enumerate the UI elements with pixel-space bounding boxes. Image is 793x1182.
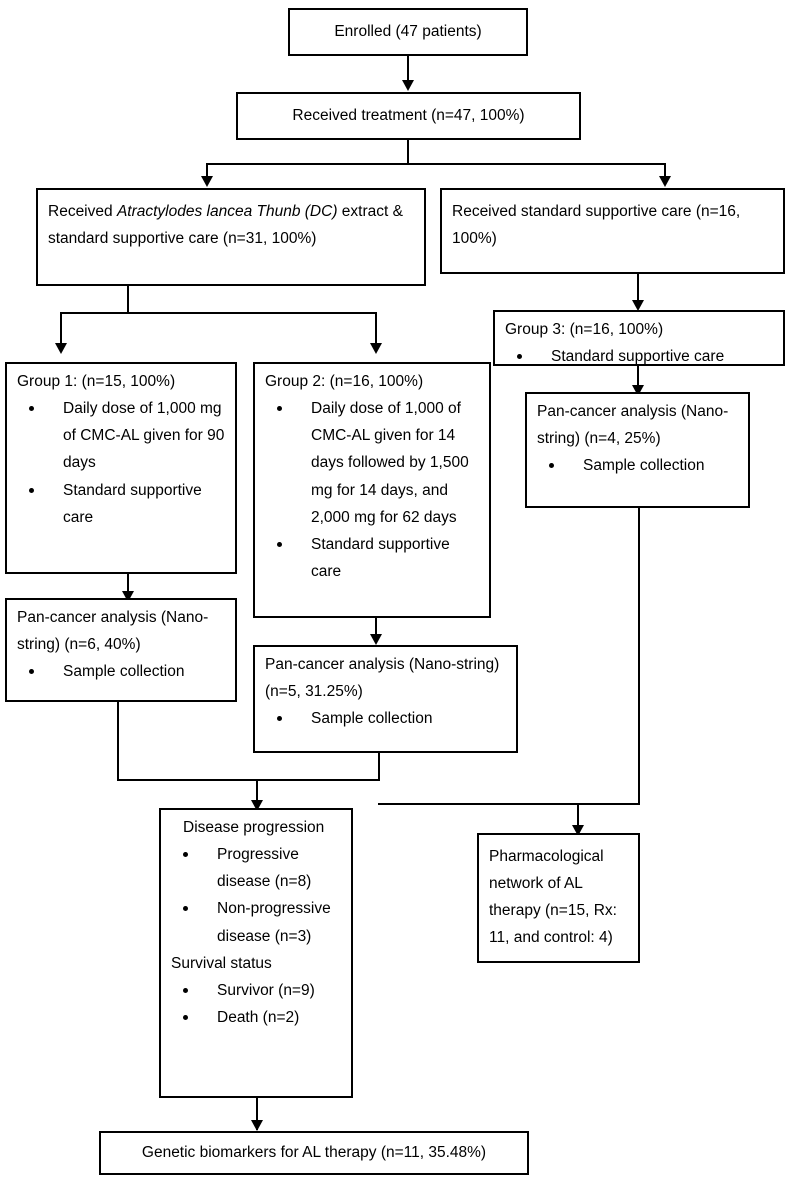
connector-pancancer-g2-left: [256, 779, 380, 781]
list-item: Death (n=2): [171, 1004, 341, 1031]
node-pancancer-group2-label: Pan-cancer analysis (Nano-string) (n=5, …: [265, 656, 500, 701]
arrowhead-group3-to-pancancer: [632, 385, 644, 396]
connector-pancancer-g1-right: [117, 779, 259, 781]
connector-group2-to-pancancer: [375, 618, 377, 643]
node-group3-bullets: Standard supportive care: [505, 343, 773, 370]
node-group2: Group 2: (n=16, 100%) Daily dose of 1,00…: [253, 362, 491, 618]
arrowhead-enrolled-to-treatment: [402, 80, 414, 91]
list-item: Sample collection: [265, 705, 506, 732]
node-pharmacological-network-label: Pharmacological network of AL therapy (n…: [489, 848, 617, 947]
node-pancancer-group3: Pan-cancer analysis (Nano-string) (n=4, …: [525, 392, 750, 508]
node-pancancer-group2-bullets: Sample collection: [265, 705, 506, 732]
connector-treatment-stem: [407, 140, 409, 164]
connector-enrolled-to-treatment: [407, 56, 409, 89]
node-group3-label: Group 3: (n=16, 100%): [505, 321, 664, 338]
node-al-arm-label: Received Atractylodes lancea Thunb (DC) …: [48, 198, 414, 252]
list-item: Standard supportive care: [17, 477, 225, 531]
node-outcomes: Disease progression Progressive disease …: [159, 808, 353, 1098]
connector-al-arm-stem: [127, 286, 129, 313]
connector-group3-to-pancancer: [637, 366, 639, 394]
node-group3: Group 3: (n=16, 100%) Standard supportiv…: [493, 310, 785, 366]
arrowhead-al-arm-to-group1: [55, 343, 67, 354]
list-item: Standard supportive care: [505, 343, 773, 370]
connector-merge-to-outcomes: [256, 779, 258, 809]
connector-pancancer-g2-to-pharma: [378, 803, 579, 805]
connector-pancancer-g1-down: [117, 702, 119, 781]
connector-outcomes-to-biomarkers: [256, 1098, 258, 1130]
node-outcomes-bullets-progression: Progressive disease (n=8) Non-progressiv…: [171, 841, 341, 950]
arrowhead-group1-to-pancancer: [122, 591, 134, 602]
list-item: Daily dose of 1,000 of CMC-AL given for …: [265, 395, 479, 531]
connector-pancancer-g3-down: [638, 508, 640, 804]
node-genetic-biomarkers-label: Genetic biomarkers for AL therapy (n=11,…: [141, 1144, 487, 1162]
connector-al-arm-bus: [60, 312, 375, 314]
arrowhead-treatment-to-ssc-arm: [659, 176, 671, 187]
arrowhead-ssc-arm-to-group3: [632, 300, 644, 311]
node-outcomes-heading-survival: Survival status: [171, 954, 272, 972]
node-pancancer-group1-bullets: Sample collection: [17, 658, 225, 685]
list-item: Sample collection: [537, 452, 738, 479]
node-pancancer-group1: Pan-cancer analysis (Nano-string) (n=6, …: [5, 598, 237, 702]
node-pancancer-group2: Pan-cancer analysis (Nano-string) (n=5, …: [253, 645, 518, 753]
list-item: Non-progressive disease (n=3): [171, 895, 341, 949]
arrowhead-outcomes-to-biomarkers: [251, 1120, 263, 1131]
node-al-arm: Received Atractylodes lancea Thunb (DC) …: [36, 188, 426, 286]
list-item: Survivor (n=9): [171, 977, 341, 1004]
node-group2-bullets: Daily dose of 1,000 of CMC-AL given for …: [265, 395, 479, 585]
list-item: Standard supportive care: [265, 531, 479, 585]
node-genetic-biomarkers: Genetic biomarkers for AL therapy (n=11,…: [99, 1131, 529, 1175]
node-received-treatment-label: Received treatment (n=47, 100%): [292, 107, 525, 125]
list-item: Daily dose of 1,000 mg of CMC-AL given f…: [17, 395, 225, 476]
arrowhead-treatment-to-al-arm: [201, 176, 213, 187]
connector-pancancer-g2-down: [378, 753, 380, 781]
node-group1: Group 1: (n=15, 100%) Daily dose of 1,00…: [5, 362, 237, 574]
connector-al-arm-to-group2: [375, 312, 377, 343]
node-al-arm-label-italic: Atractylodes lancea Thunb (DC): [116, 203, 338, 220]
node-ssc-arm: Received standard supportive care (n=16,…: [440, 188, 785, 274]
node-received-treatment: Received treatment (n=47, 100%): [236, 92, 581, 140]
arrowhead-pharma: [572, 825, 584, 836]
list-item: Sample collection: [17, 658, 225, 685]
connector-pharma-stem: [577, 803, 579, 835]
list-item: Progressive disease (n=8): [171, 841, 341, 895]
connector-treatment-to-ssc-arm: [664, 163, 666, 185]
connector-pancancer-g3-left: [577, 803, 640, 805]
connector-al-arm-to-group1: [60, 312, 62, 343]
arrowhead-al-arm-to-group2: [370, 343, 382, 354]
node-group1-label: Group 1: (n=15, 100%): [17, 373, 176, 390]
arrowhead-group2-to-pancancer: [370, 634, 382, 645]
node-pancancer-group3-bullets: Sample collection: [537, 452, 738, 479]
node-group2-label: Group 2: (n=16, 100%): [265, 373, 424, 390]
connector-treatment-to-al-arm: [206, 163, 208, 185]
node-enrolled-label: Enrolled (47 patients): [334, 23, 482, 41]
node-outcomes-heading-progression: Disease progression: [183, 819, 325, 836]
node-enrolled: Enrolled (47 patients): [288, 8, 528, 56]
node-ssc-arm-label: Received standard supportive care (n=16,…: [452, 203, 741, 248]
connector-ssc-arm-to-group3: [637, 274, 639, 308]
connector-group1-to-pancancer: [127, 574, 129, 600]
connector-treatment-bus: [206, 163, 664, 165]
node-pharmacological-network: Pharmacological network of AL therapy (n…: [477, 833, 640, 963]
node-outcomes-bullets-survival: Survivor (n=9) Death (n=2): [171, 977, 341, 1031]
node-group1-bullets: Daily dose of 1,000 mg of CMC-AL given f…: [17, 395, 225, 531]
node-al-arm-label-pre: Received: [48, 203, 117, 220]
node-pancancer-group1-label: Pan-cancer analysis (Nano-string) (n=6, …: [17, 609, 209, 654]
node-pancancer-group3-label: Pan-cancer analysis (Nano-string) (n=4, …: [537, 403, 729, 448]
node-al-arm-label-post: extract & standard supportive care (n=31…: [48, 203, 403, 248]
arrowhead-merge-to-outcomes: [251, 800, 263, 811]
